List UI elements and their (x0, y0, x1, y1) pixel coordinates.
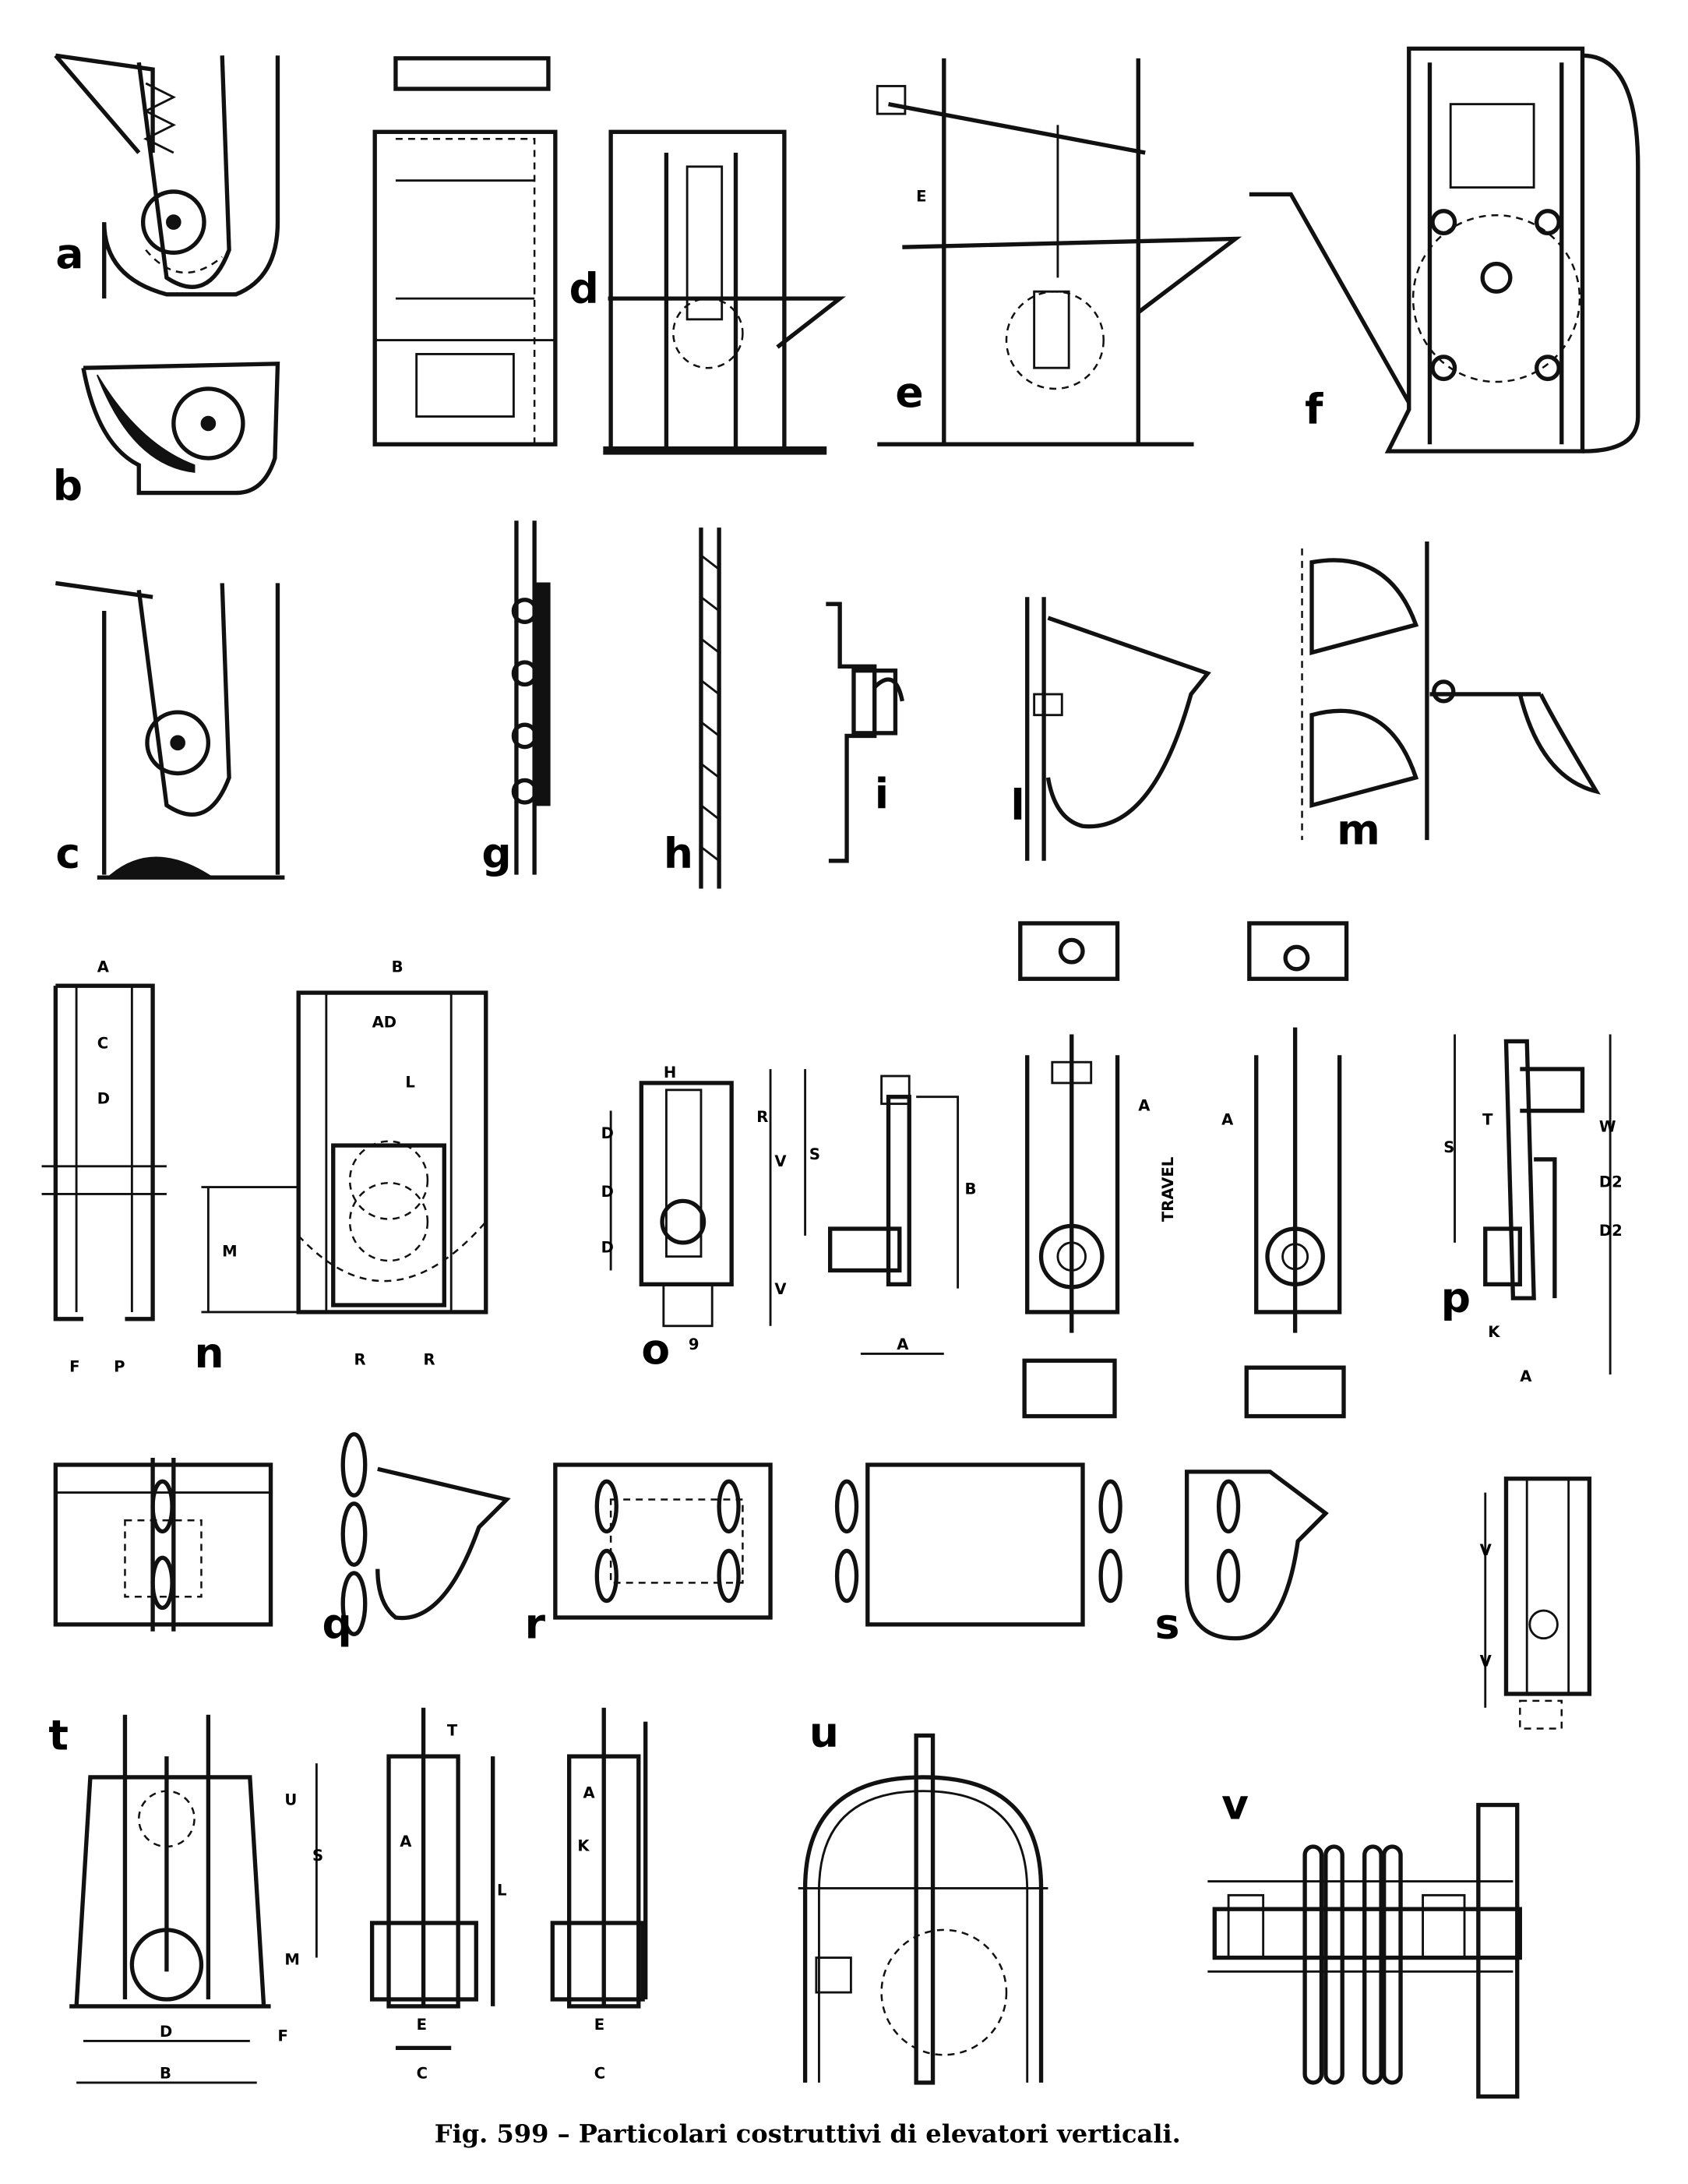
dim-p-d2b: D2 (1599, 1222, 1623, 1240)
dim-t-f: F (277, 2027, 287, 2045)
figure-caption: Fig. 599 – Particolari costruttivi di el… (435, 2119, 1181, 2149)
figure-d-head-section-right: d (569, 129, 846, 455)
dim-n-l: L (405, 1073, 415, 1091)
dim-o-b: B (965, 1180, 977, 1198)
dim-o-h: H (664, 1064, 676, 1081)
figure-d-head-section-left (372, 56, 558, 446)
figure-v-sprocket-shaft-assembly: v (1207, 1780, 1522, 2099)
figure-h-belt: h (664, 527, 721, 889)
figure-c-boot-scoop: c (55, 580, 285, 880)
dim-t-b: B (160, 2065, 171, 2083)
figure-label-q: q (322, 1600, 351, 1649)
figure-label-e: e (895, 368, 923, 417)
figure-label-v: v (1221, 1780, 1249, 1829)
dim-o-r: R (756, 1108, 768, 1126)
dim-o-d3: D (601, 1238, 614, 1256)
dim-n-d: D (97, 1090, 110, 1108)
figure-label-c: c (55, 829, 80, 878)
dim-p-s: S (1443, 1138, 1454, 1156)
figure-q-chain-bucket: q (53, 1432, 511, 1649)
dim-travel-a: A (1138, 1097, 1151, 1115)
figure-m-buckets-and-hinge: m (1301, 541, 1601, 854)
dim-n-b: B (392, 958, 403, 976)
figure-label-m: m (1337, 805, 1380, 854)
dim-t-u: U (284, 1791, 297, 1809)
dim-n-r2: R (424, 1351, 435, 1369)
figure-label-f: f (1305, 384, 1323, 433)
dim-t-k: K (577, 1836, 590, 1854)
dim-t-m: M (284, 1950, 300, 1968)
figure-p-take-up-side: S T W D2 D2 K A p (1441, 1034, 1623, 1385)
figure-l-bucket-on-belt: l (1010, 597, 1211, 861)
figure-u-elevator-head: u (798, 1708, 1048, 2085)
figure-g-belt-bolts: g (481, 520, 551, 878)
figure-o-take-up-frame: H R D D D V V S 9 o B A (601, 1064, 977, 1374)
figure-b-boot-scoop: b (53, 362, 280, 510)
dim-t-l: L (497, 1881, 507, 1899)
figure-label-a: a (55, 229, 83, 278)
figure-screw-take-up-views: A TRAVEL A (1018, 921, 1349, 1419)
figure-label-h: h (664, 829, 693, 878)
dim-t-d: D (160, 2023, 172, 2041)
dim-o-a: A (897, 1335, 909, 1353)
dim-n-m: M (222, 1243, 238, 1261)
dim-travel-a2: A (1221, 1110, 1234, 1128)
dim-p-k: K (1488, 1323, 1500, 1341)
figure-t-screw-take-up: U S M D B F t T A L E C A K E C (48, 1707, 648, 2084)
dim-t-t: T (447, 1721, 458, 1739)
figure-e-take-up-lever: E e (876, 58, 1242, 446)
dim-n-f: F (69, 1358, 79, 1376)
dim-o-s: S (809, 1145, 820, 1163)
dim-t-s: S (312, 1847, 323, 1865)
figure-chain-side-dimensions: V V (1480, 1477, 1592, 1730)
figure-label-r: r (525, 1600, 546, 1649)
figure-label-l: l (1010, 780, 1024, 829)
figure-r-double-chain-bucket: r (525, 1462, 773, 1649)
dim-t-c2: C (594, 2065, 605, 2083)
figure-continuous-bucket-two-chains (834, 1462, 1122, 1627)
dim-t-a2: A (583, 1784, 595, 1802)
dim-t-e2: E (594, 2016, 604, 2034)
dim-p-d2a: D2 (1599, 1173, 1623, 1191)
dim-p-a: A (1520, 1367, 1532, 1385)
dim-p-t: T (1482, 1110, 1493, 1128)
dim-n-a: A (97, 958, 110, 976)
dim-o-v1: V (774, 1152, 787, 1170)
dim-side-v2: V (1480, 1652, 1492, 1670)
dim-o-g: 9 (689, 1335, 700, 1353)
figure-label-t: t (48, 1710, 69, 1759)
dim-p-w: W (1599, 1117, 1616, 1135)
figure-i-bolt-detail: i (826, 602, 904, 863)
figure-label-p: p (1441, 1273, 1471, 1322)
dim-n-c: C (97, 1034, 108, 1052)
dimension-e: E (916, 187, 926, 205)
figure-s-chain-bucket: s (1155, 1470, 1329, 1649)
dim-o-d2: D (601, 1183, 614, 1201)
figure-label-n: n (195, 1328, 224, 1378)
dim-t-c: C (417, 2065, 428, 2083)
dim-n-p: P (114, 1358, 125, 1376)
dim-travel: TRAVEL (1159, 1157, 1177, 1222)
figure-a-boot-scoop: a (54, 53, 280, 299)
dim-o-d1: D (601, 1124, 614, 1142)
dim-t-e: E (417, 2016, 427, 2034)
figure-label-s: s (1155, 1600, 1180, 1649)
dim-t-a: A (400, 1833, 412, 1851)
dim-n-ad: AD (372, 1014, 396, 1032)
figure-label-o: o (641, 1325, 670, 1374)
figure-label-u: u (809, 1708, 839, 1757)
dim-side-v1: V (1480, 1541, 1492, 1559)
figure-label-g: g (481, 829, 511, 878)
dim-n-r1: R (354, 1351, 365, 1369)
figure-label-d: d (569, 263, 599, 312)
figure-label-b: b (53, 461, 83, 510)
figure-f-boot-frame: f (1249, 46, 1640, 453)
figure-label-i: i (875, 769, 889, 818)
dim-o-v2: V (774, 1280, 787, 1298)
figure-n-casing-dimensions: A C D F P n B AD L M R R (41, 958, 488, 1378)
